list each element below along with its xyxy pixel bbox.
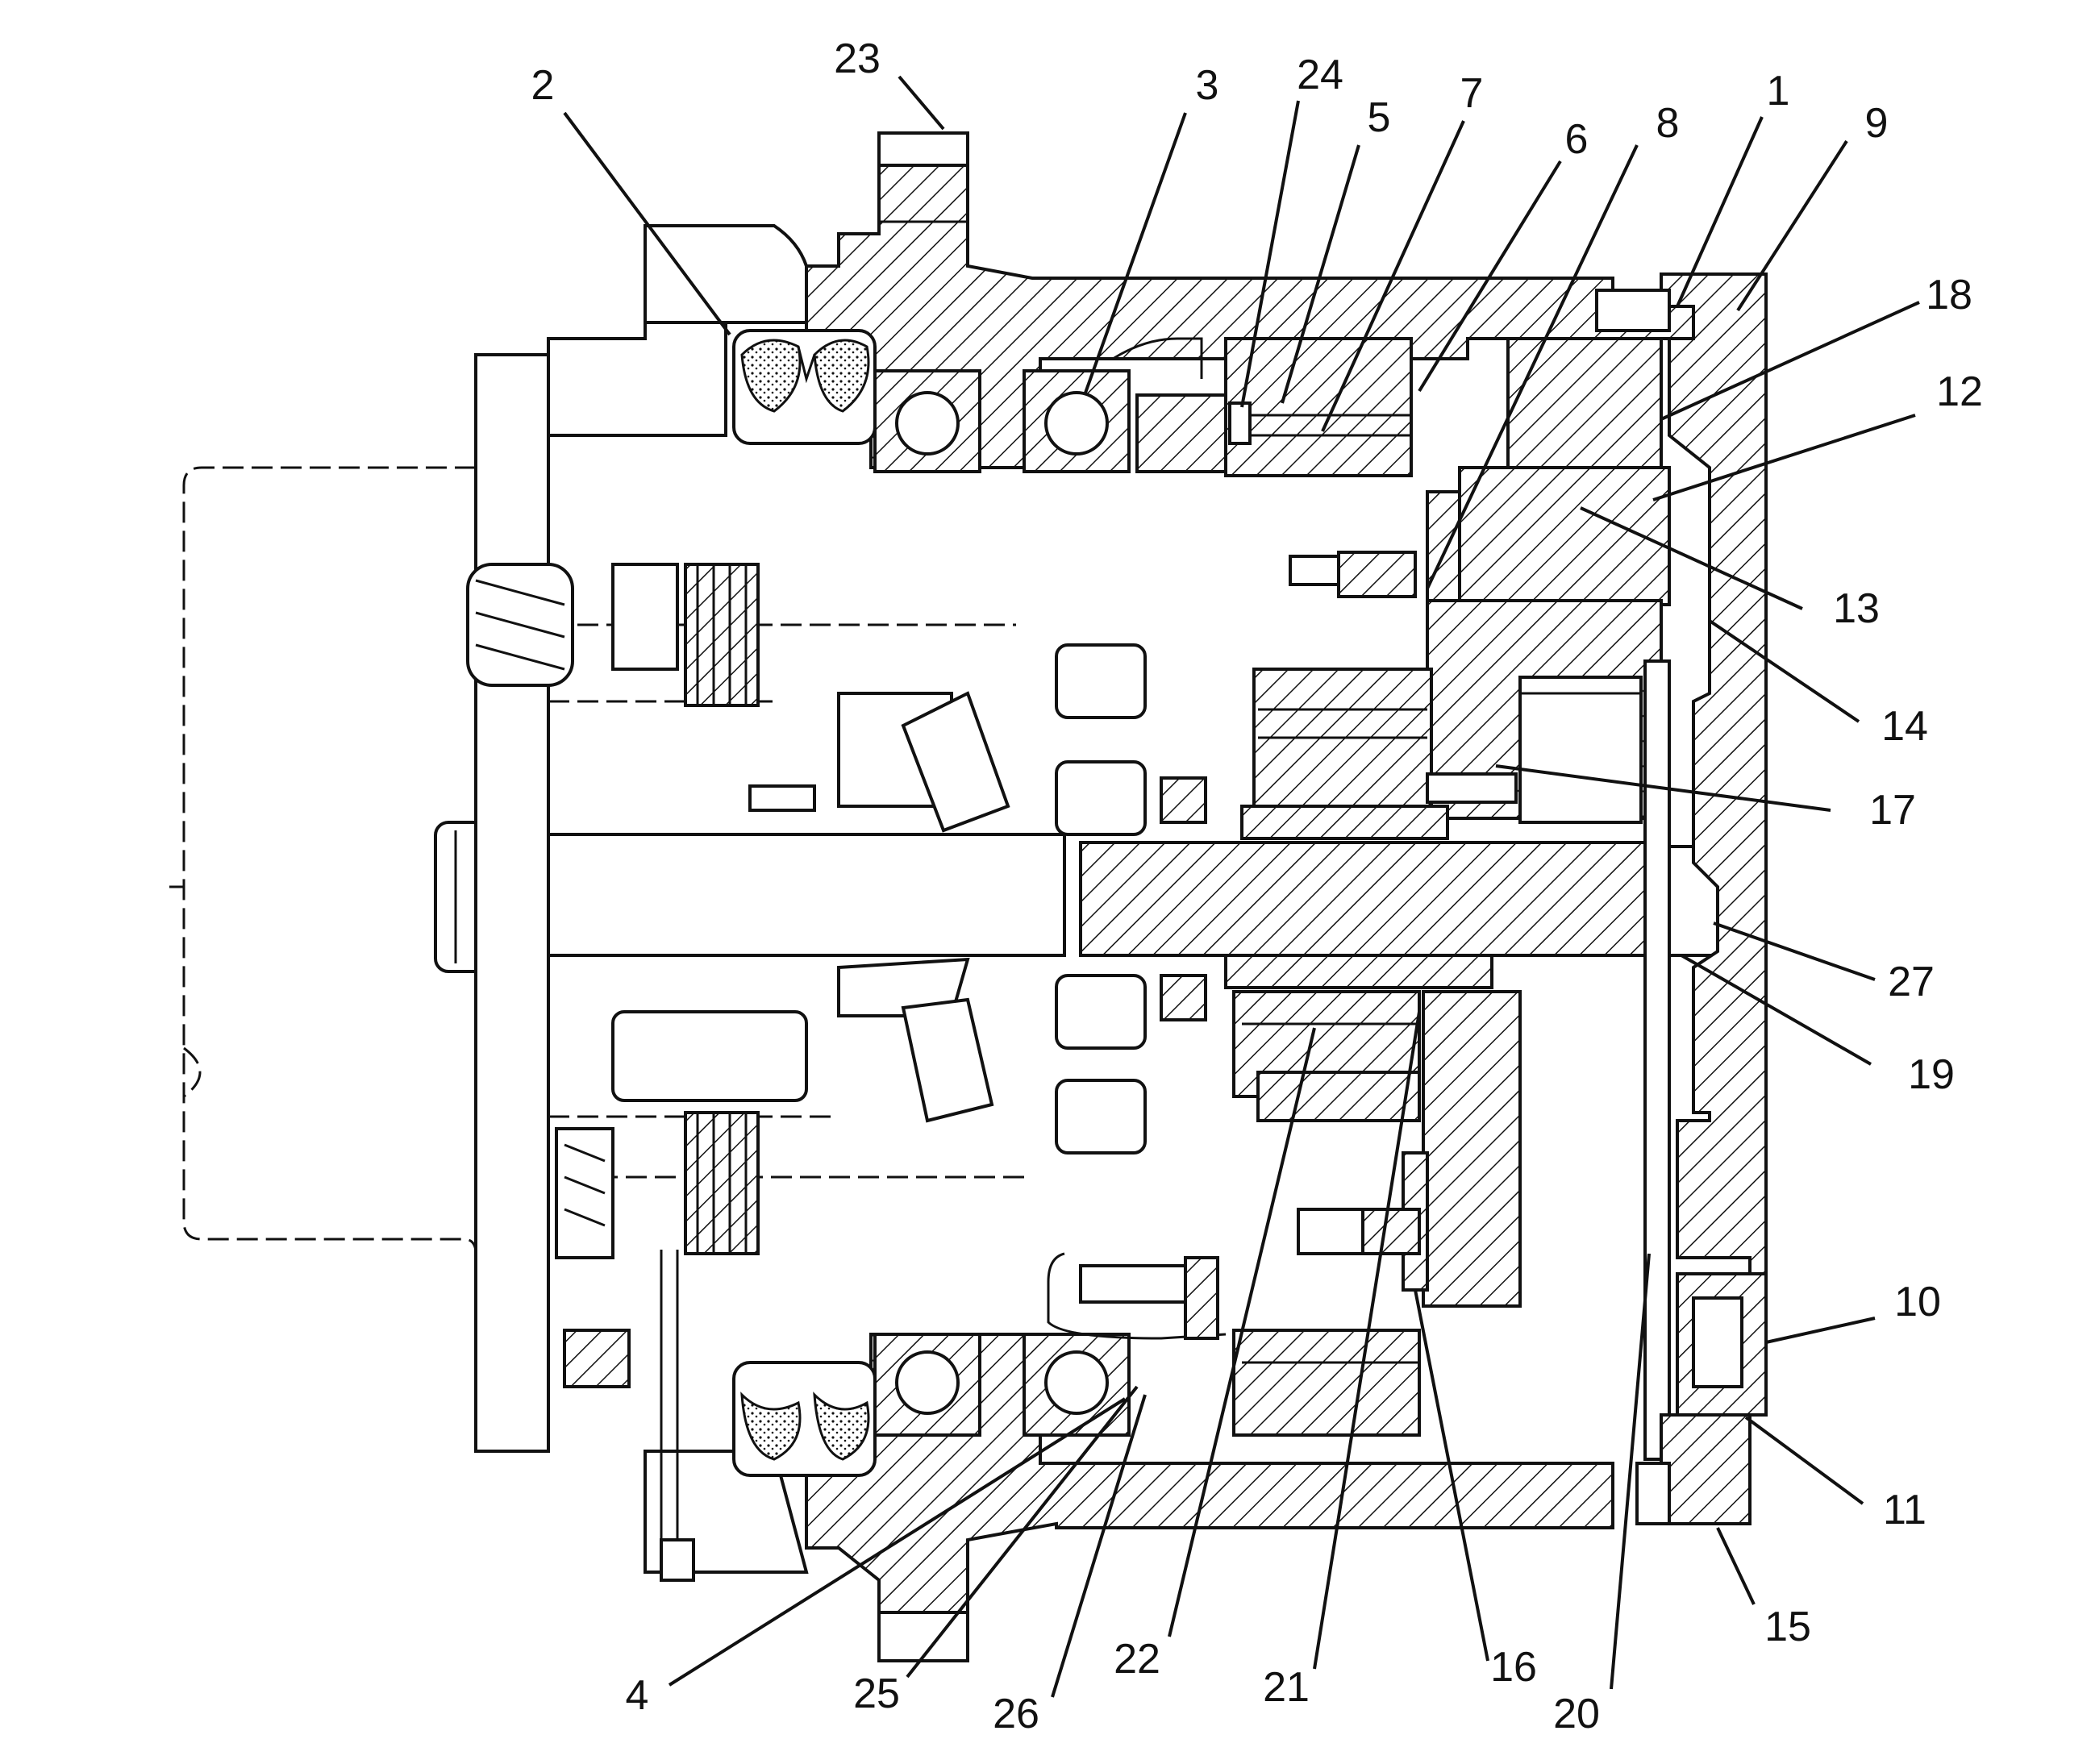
leader-16	[1414, 1289, 1489, 1662]
leader-lines	[563, 75, 1920, 1698]
leader-24	[1240, 100, 1300, 408]
leader-25	[906, 1385, 1139, 1679]
brake-assembly-lower	[555, 957, 1207, 1582]
callout-20: 20	[1553, 1691, 1600, 1737]
callout-16: 16	[1490, 1644, 1537, 1691]
leader-19	[1681, 954, 1872, 1066]
callout-7: 7	[1460, 70, 1484, 117]
leader-13	[1580, 506, 1803, 610]
leader-22	[1168, 1027, 1316, 1637]
callout-3: 3	[1196, 62, 1219, 109]
leader-18	[1660, 301, 1920, 421]
callout-15: 15	[1764, 1604, 1811, 1650]
leader-5	[1281, 144, 1360, 404]
leader-2	[563, 111, 731, 336]
output-shaft	[1079, 841, 1719, 989]
callout-4: 4	[626, 1672, 649, 1719]
leader-6	[1418, 160, 1562, 393]
leader-20	[1610, 1253, 1651, 1690]
leader-14	[1708, 619, 1860, 723]
callout-10: 10	[1894, 1279, 1941, 1325]
callout-6: 6	[1565, 116, 1589, 163]
leader-8	[1426, 144, 1639, 589]
callout-9: 9	[1865, 100, 1889, 147]
callout-19: 19	[1908, 1051, 1955, 1098]
motor-phantom-outline	[169, 466, 1040, 1453]
main-bearings-lower	[732, 1252, 1227, 1477]
callout-25: 25	[853, 1670, 900, 1717]
callout-12: 12	[1936, 368, 1983, 415]
leader-3	[1083, 112, 1187, 396]
callout-23: 23	[834, 35, 881, 82]
planetary-upper	[1224, 337, 1671, 840]
leader-27	[1713, 922, 1876, 981]
callout-26: 26	[993, 1691, 1039, 1737]
callout-22: 22	[1114, 1636, 1160, 1683]
leader-23	[898, 75, 945, 131]
leader-15	[1716, 1527, 1756, 1605]
brake-assembly-upper	[466, 563, 1207, 836]
leader-21	[1313, 1011, 1421, 1670]
leader-1	[1676, 116, 1764, 307]
end-cover	[1595, 273, 1768, 1525]
leader-7	[1321, 120, 1465, 432]
leader-11	[1744, 1416, 1864, 1505]
callout-17: 17	[1869, 787, 1916, 834]
callout-5: 5	[1368, 94, 1391, 141]
callout-11: 11	[1883, 1487, 1926, 1533]
callout-18: 18	[1926, 272, 1972, 318]
callout-2: 2	[531, 62, 555, 109]
leader-4	[668, 1397, 1127, 1687]
leader-12	[1652, 414, 1916, 501]
leader-9	[1736, 139, 1848, 312]
leader-17	[1495, 764, 1831, 812]
callout-1: 1	[1767, 68, 1790, 114]
leader-26	[1051, 1394, 1147, 1698]
callout-21: 21	[1263, 1664, 1310, 1711]
callout-labels: 1 2 3 4 5 6 7 8 9 10 11 12 13 14 15 16 1…	[531, 35, 1983, 1737]
leader-10	[1765, 1317, 1876, 1344]
callout-14: 14	[1881, 703, 1928, 750]
callout-13: 13	[1833, 585, 1880, 632]
planetary-lower	[1232, 990, 1522, 1437]
callout-8: 8	[1656, 100, 1680, 147]
callout-24: 24	[1297, 52, 1343, 98]
main-bearings-upper	[732, 329, 1227, 473]
callout-27: 27	[1888, 959, 1935, 1005]
